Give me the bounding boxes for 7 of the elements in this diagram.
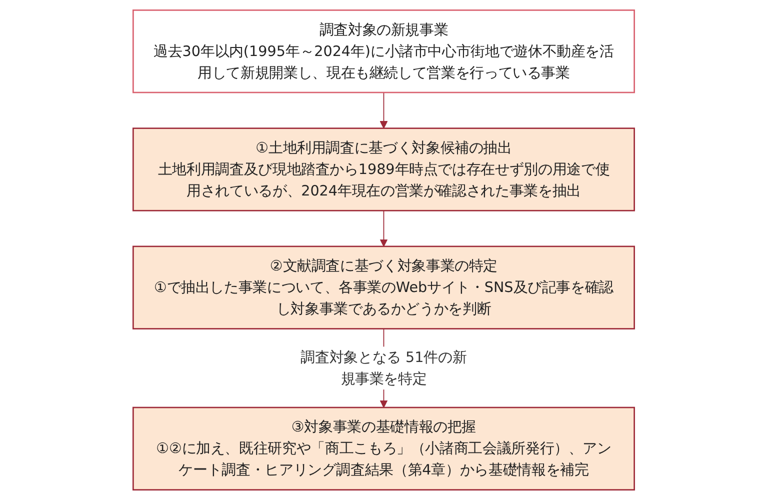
edge-label: 調査対象となる 51件の新規事業を特定 [301, 348, 467, 387]
arrow [380, 210, 388, 247]
node-box: ③対象事業の基礎情報の把握 ①②に加え、既往研究や「商工こもろ」（小諸商工会議所発行）、アンケート調査・ヒアリング調査結果（第4章）から基礎情報を補完 [132, 406, 636, 490]
node-box: ②文献調査に基づく対象事業の特定 ①で抽出した事業について、各事業のWebサイト・SNS及び記事を確認し対象事業であるかどうかを判断 [132, 246, 636, 330]
node-box: 調査対象の新規事業 過去30年以内(1995年～2024年)に小諸市中心市街地で遊休不動産を活用して新規開業し、現在も継続して営業を行っている事業 [132, 10, 636, 94]
arrow [380, 92, 388, 129]
node-box: ①土地利用調査に基づく対象候補の抽出 土地利用調査及び現地踏査から1989年時点では存在せず別の用途で使用されているが、2024年現在の営業が確認された事業を抽出 [132, 128, 636, 212]
